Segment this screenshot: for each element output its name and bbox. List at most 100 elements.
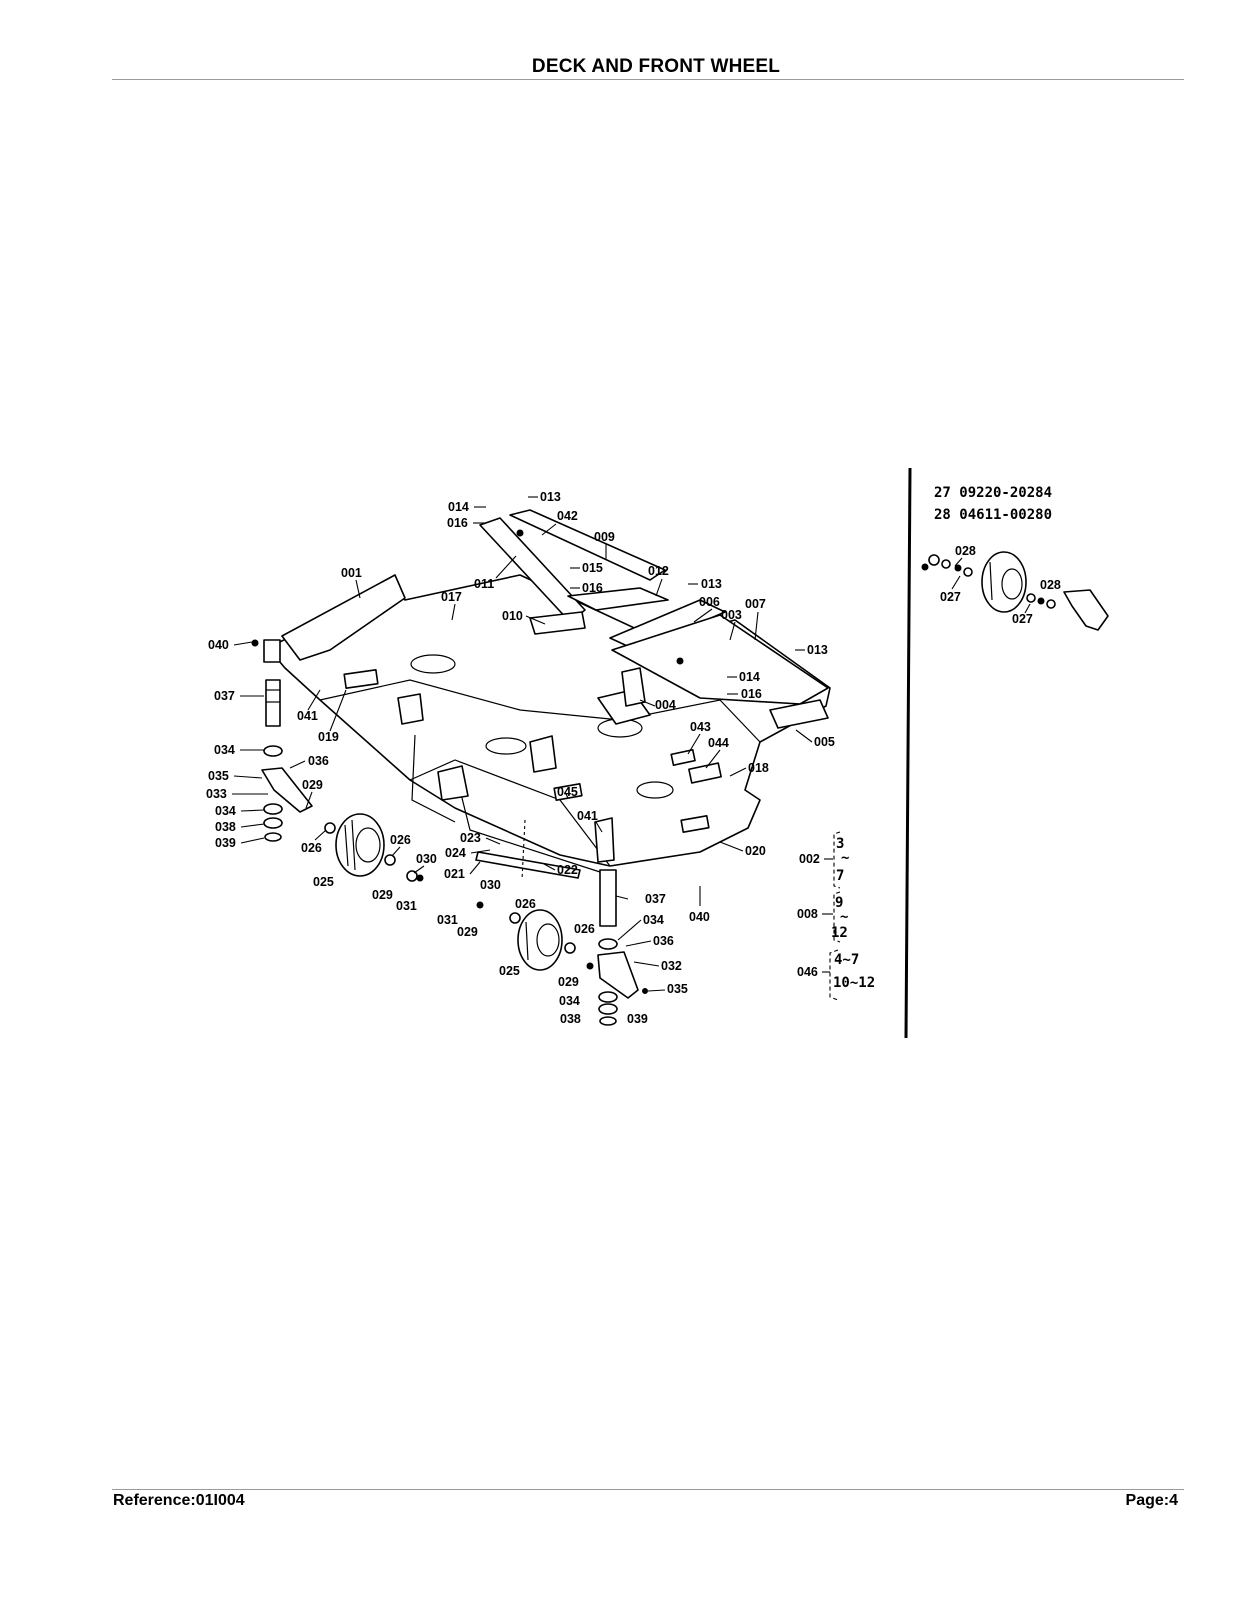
callout-031: 031 (396, 899, 417, 913)
callout-007: 007 (745, 597, 766, 611)
inset-divider (904, 467, 912, 1039)
callout-019: 019 (318, 730, 339, 744)
assembly-046-range-b: 10~12 (833, 975, 875, 991)
callout-034: 034 (643, 913, 664, 927)
callout-021: 021 (444, 867, 465, 881)
inset-part-number-28: 28 04611-00280 (934, 507, 1052, 523)
callout-001: 001 (341, 566, 362, 580)
callout-005: 005 (814, 735, 835, 749)
callout-029: 029 (302, 778, 323, 792)
callout-038: 038 (560, 1012, 581, 1026)
deck-chute-guard (281, 574, 406, 661)
callout-011: 011 (474, 577, 494, 591)
callout-029: 029 (558, 975, 579, 989)
inset-callout-028: 028 (1040, 578, 1061, 592)
left-caster-assembly (251, 639, 313, 842)
callout-041: 041 (297, 709, 318, 723)
callout-045: 045 (557, 785, 578, 799)
inset-panel: 27 09220-20284 28 04611-00280 028 027 02… (921, 485, 1109, 631)
assembly-002-range-from: 3 (836, 836, 844, 852)
callout-020: 020 (745, 844, 766, 858)
page-number: Page:4 (1125, 1492, 1178, 1509)
callout-029: 029 (372, 888, 393, 902)
callout-030: 030 (416, 852, 437, 866)
callout-leaders (232, 496, 813, 992)
assembly-008-range-from: 9 (835, 895, 843, 911)
callout-022: 022 (557, 863, 578, 877)
range-tilde: ~ (840, 909, 848, 925)
callout-013: 013 (807, 643, 828, 657)
callout-043: 043 (690, 720, 711, 734)
callout-039: 039 (215, 836, 236, 850)
callout-014: 014 (739, 670, 760, 684)
callout-026: 026 (574, 922, 595, 936)
callout-025: 025 (499, 964, 520, 978)
callout-036: 036 (653, 934, 674, 948)
callout-024: 024 (445, 846, 466, 860)
callout-026: 026 (301, 841, 322, 855)
inset-callout-027: 027 (1012, 612, 1033, 626)
callout-016: 016 (741, 687, 762, 701)
callout-014: 014 (448, 500, 469, 514)
inset-part-number-27: 27 09220-20284 (934, 485, 1052, 501)
assembly-002-range-to: 7 (836, 868, 844, 884)
callout-025: 025 (313, 875, 334, 889)
callout-009: 009 (594, 530, 615, 544)
inset-callout-027: 027 (940, 590, 961, 604)
callout-015: 015 (582, 561, 603, 575)
assembly-008-code: 008 (797, 907, 818, 921)
callout-031: 031 (437, 913, 458, 927)
callout-026: 026 (390, 833, 411, 847)
callout-013: 013 (701, 577, 722, 591)
callout-006: 006 (699, 595, 720, 609)
assembly-046-code: 046 (797, 965, 818, 979)
assembly-groups: 002 3 ~ 7 008 9 ~ 12 046 4~7 10~12 (797, 831, 875, 1001)
callout-035: 035 (667, 982, 688, 996)
callout-037: 037 (645, 892, 666, 906)
right-caster-assembly (597, 869, 648, 1026)
inset-wheel (981, 551, 1027, 613)
callout-036: 036 (308, 754, 329, 768)
inset-callout-028: 028 (955, 544, 976, 558)
assembly-008-range-to: 12 (831, 925, 848, 941)
callout-034: 034 (214, 743, 235, 757)
baffle-plate (475, 851, 581, 879)
assembly-046-range-a: 4~7 (834, 952, 859, 968)
callout-044: 044 (708, 736, 729, 750)
header-rule (112, 79, 1184, 80)
callout-029: 029 (457, 925, 478, 939)
callout-013: 013 (540, 490, 561, 504)
callout-037: 037 (214, 689, 235, 703)
callout-004: 004 (655, 698, 676, 712)
left-front-wheel (324, 813, 424, 882)
callout-labels: 001 009 011 012 017 010 006 003 007 014 … (206, 490, 835, 1026)
reference-label: Reference:01I004 (113, 1492, 245, 1509)
callout-032: 032 (661, 959, 682, 973)
footer-rule (112, 1489, 1184, 1490)
page-title: DECK AND FRONT WHEEL (531, 56, 781, 77)
callout-040: 040 (208, 638, 229, 652)
callout-023: 023 (460, 831, 481, 845)
inset-fork (1063, 589, 1109, 631)
callout-034: 034 (559, 994, 580, 1008)
callout-018: 018 (748, 761, 769, 775)
callout-017: 017 (441, 590, 462, 604)
callout-016: 016 (582, 581, 603, 595)
callout-039: 039 (627, 1012, 648, 1026)
callout-035: 035 (208, 769, 229, 783)
callout-012: 012 (648, 564, 669, 578)
range-tilde: ~ (841, 850, 849, 866)
callout-034: 034 (215, 804, 236, 818)
callout-026: 026 (515, 897, 536, 911)
assembly-002-code: 002 (799, 852, 820, 866)
right-front-wheel (476, 901, 594, 971)
callout-003: 003 (721, 608, 742, 622)
callout-042: 042 (557, 509, 578, 523)
deck-lift-linkage (479, 509, 829, 729)
callout-041: 041 (577, 809, 598, 823)
callout-016: 016 (447, 516, 468, 530)
callout-040: 040 (689, 910, 710, 924)
callout-010: 010 (502, 609, 523, 623)
callout-033: 033 (206, 787, 227, 801)
